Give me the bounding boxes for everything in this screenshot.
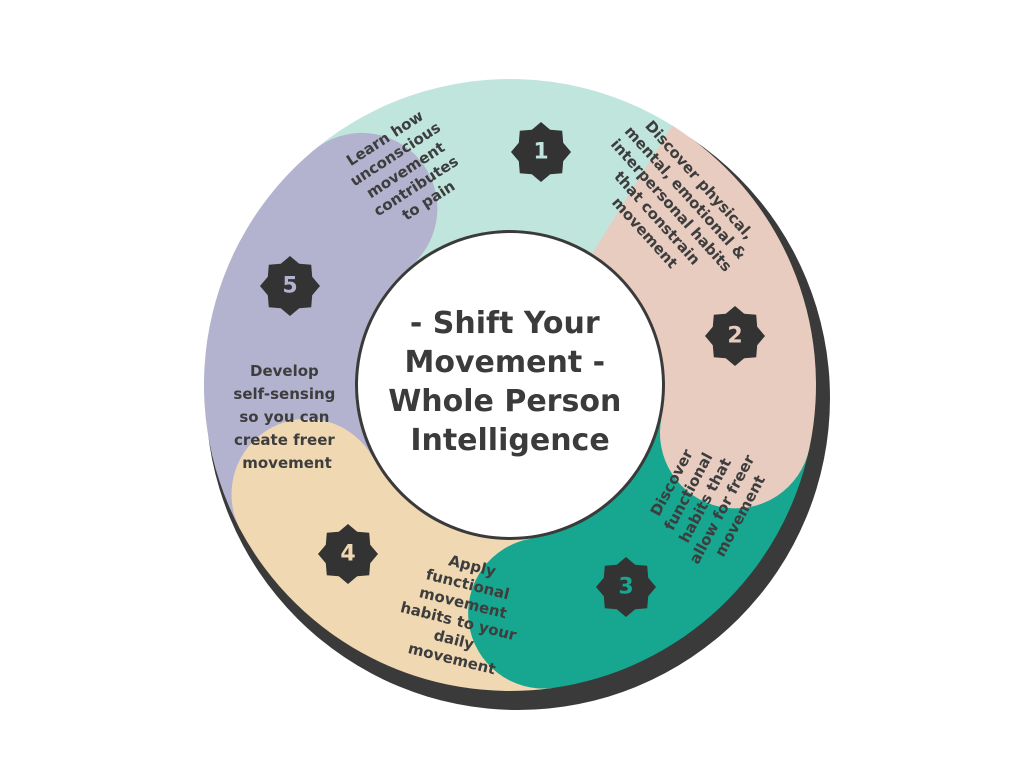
segment-5 bbox=[203, 132, 438, 529]
step-5-line-2: self-sensing bbox=[233, 385, 335, 403]
segment-2 bbox=[592, 125, 816, 509]
center-title: - Shift Your Movement - Whole Person Int… bbox=[388, 306, 632, 458]
step-2-number: 2 bbox=[727, 324, 742, 349]
step-4-badge: 4 bbox=[318, 524, 378, 584]
step-3-badge-shape bbox=[596, 557, 656, 617]
step-5-text: Develop self-sensing so you can create f… bbox=[233, 362, 340, 472]
step-1-badge: 1 bbox=[511, 122, 571, 182]
step-1-number: 1 bbox=[533, 140, 548, 165]
step-5-line-1: Develop bbox=[250, 362, 319, 380]
center-title-line-2: Movement - bbox=[404, 345, 605, 380]
center-title-line-1: - Shift Your bbox=[410, 306, 600, 341]
step-3-number: 3 bbox=[618, 575, 633, 600]
step-5-badge-shape bbox=[260, 256, 320, 316]
step-5-line-5: movement bbox=[242, 454, 332, 472]
center-disc bbox=[358, 233, 662, 537]
center-title-line-3: Whole Person bbox=[388, 384, 621, 419]
ring-segments bbox=[203, 78, 816, 691]
step-3-badge: 3 bbox=[596, 557, 656, 617]
step-5-badge: 5 bbox=[260, 256, 320, 316]
step-2-badge-shape bbox=[705, 306, 765, 366]
step-1-badge-shape bbox=[511, 122, 571, 182]
svg-text:Develop self-sensing: Develop self-sensing so you can create f… bbox=[233, 362, 340, 472]
center-title-line-4: Intelligence bbox=[410, 423, 609, 458]
step-5-number: 5 bbox=[282, 274, 297, 299]
step-4-number: 4 bbox=[340, 542, 355, 567]
step-4-badge-shape bbox=[318, 524, 378, 584]
step-5-line-4: create freer bbox=[234, 431, 335, 449]
step-5-line-3: so you can bbox=[239, 408, 329, 426]
step-2-badge: 2 bbox=[705, 306, 765, 366]
